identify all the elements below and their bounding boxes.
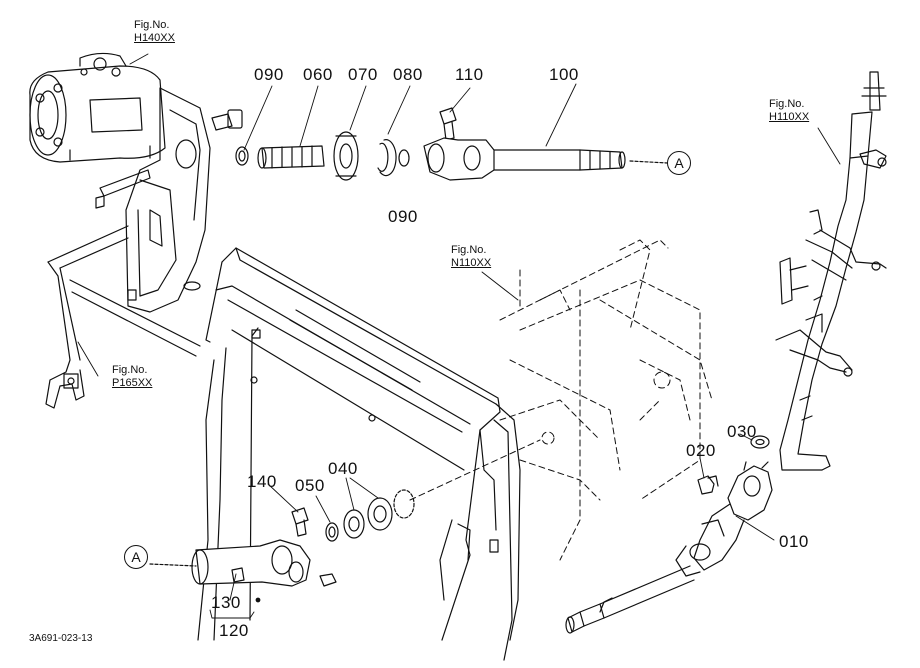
background-frame-dashed	[409, 239, 713, 561]
drawing-code: 3A691-023-13	[29, 633, 93, 644]
fig-ref-h110: Fig.No. H110XX	[769, 98, 809, 124]
connector-a-top: A	[667, 151, 691, 175]
part-number-020: 020	[686, 441, 716, 460]
part-number-090-mid: 090	[388, 207, 418, 226]
part-number-010: 010	[779, 532, 809, 551]
intermediate-shaft-010	[565, 461, 773, 634]
bracket-bolt	[211, 109, 243, 131]
part-number-100: 100	[549, 65, 579, 84]
fig-ref-n110: Fig.No. N110XX	[451, 244, 491, 270]
shaft-parts-row	[235, 107, 669, 181]
part-number-050: 050	[295, 476, 325, 495]
part-number-110: 110	[455, 65, 484, 84]
frame-rails	[45, 225, 201, 409]
steering-unit-assembly	[29, 52, 166, 163]
fig-ref-code: H140XX	[134, 32, 175, 44]
fig-ref-h140: Fig.No. H140XX	[134, 19, 175, 45]
fig-ref-code: N110XX	[451, 257, 492, 269]
cab-window-frame	[197, 247, 521, 661]
part-number-030: 030	[727, 422, 757, 441]
fig-label: Fig.No.	[451, 244, 487, 256]
washer-030	[750, 435, 770, 449]
steering-column	[775, 71, 887, 471]
fig-label: Fig.No.	[769, 98, 805, 110]
grease-fitting-020	[697, 475, 719, 495]
part-number-120: 120	[219, 621, 249, 640]
part-number-130: 130	[211, 593, 241, 612]
part-number-040: 040	[328, 459, 358, 478]
part-number-140: 140	[247, 472, 277, 491]
part-number-080: 080	[393, 65, 423, 84]
fig-ref-code: H110XX	[769, 111, 810, 123]
fig-ref-p165: Fig.No. P165XX	[112, 364, 152, 390]
mounting-bracket	[95, 87, 211, 313]
part-number-070: 070	[348, 65, 378, 84]
leader-lines	[77, 53, 841, 619]
lower-yoke-assembly	[149, 489, 415, 603]
fig-label: Fig.No.	[134, 19, 170, 31]
part-number-090-top: 090	[254, 65, 284, 84]
fig-ref-code: P165XX	[112, 377, 153, 389]
part-number-060: 060	[303, 65, 333, 84]
connector-a-bottom: A	[124, 545, 148, 569]
fig-label: Fig.No.	[112, 364, 148, 376]
